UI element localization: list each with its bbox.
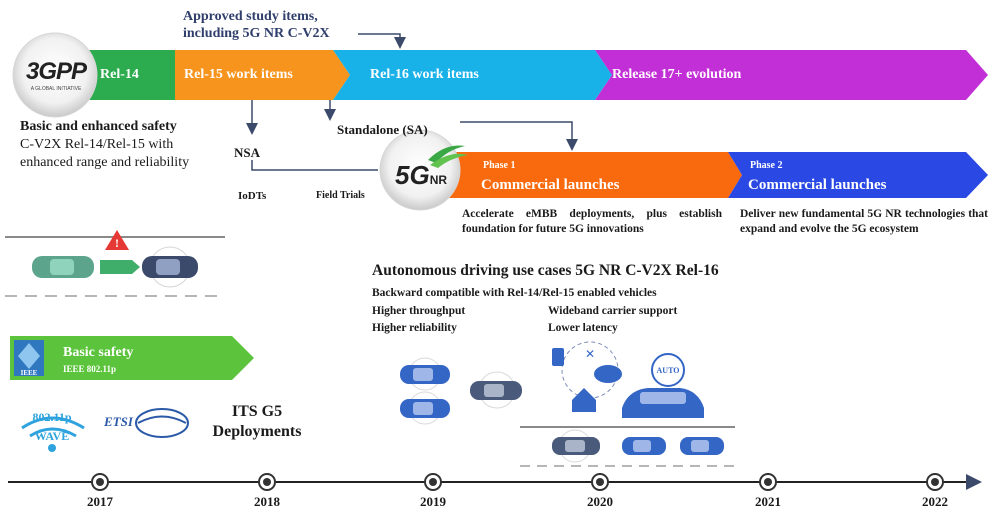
approved-line-1: Approved study items, xyxy=(183,9,318,24)
its-g5-text: ITS G5 Deployments xyxy=(207,402,307,442)
year-2022: 2022 xyxy=(922,494,948,509)
feature-wideband-carrier: Wideband carrier support xyxy=(548,305,678,317)
year-2021: 2021 xyxy=(755,494,781,509)
feature-lower-latency: Lower latency xyxy=(548,322,618,334)
left-block-title: Basic and enhanced safety xyxy=(20,119,177,134)
field-trials-label: Field Trials xyxy=(316,190,365,201)
rel-14-label: Rel-14 xyxy=(100,67,139,82)
approved-study-items-text: Approved study items, including 5G NR C-… xyxy=(183,8,330,42)
rel-16-label: Rel-16 work items xyxy=(370,67,479,82)
3gpp-logo-text: 3GPP A GLOBAL INITIATIVE xyxy=(20,58,92,92)
3gpp-tagline: A GLOBAL INITIATIVE xyxy=(30,86,82,92)
year-2019: 2019 xyxy=(420,494,446,509)
its-g5-line-2: Deployments xyxy=(212,423,302,440)
year-2018: 2018 xyxy=(254,494,280,509)
svg-text:WAVE: WAVE xyxy=(35,429,69,443)
ieee-logo-text: IEEE xyxy=(21,369,38,377)
iodts-label: IoDTs xyxy=(238,190,267,202)
svg-text:✕: ✕ xyxy=(585,347,595,361)
connected-services-icons: ✕ AUTO xyxy=(552,341,704,418)
wave-802-11p-logo: 802.11p WAVE xyxy=(21,410,85,452)
approved-line-2: including 5G NR C-V2X xyxy=(183,26,330,41)
phase-2-description: Deliver new fundamental 5G NR technologi… xyxy=(740,208,988,235)
road-cars-icon xyxy=(552,429,724,463)
sa-to-phase1-arrow xyxy=(460,121,578,151)
phase-2-title: Commercial launches xyxy=(748,177,887,193)
phase-1-bar xyxy=(430,152,742,198)
rel-14-bar xyxy=(80,50,175,100)
basic-safety-subtitle: IEEE 802.11p xyxy=(63,364,117,374)
rel-17-label: Release 17+ evolution xyxy=(612,67,742,82)
phase-1-description: Accelerate eMBB deployments, plus establ… xyxy=(462,208,722,235)
svg-text:!: ! xyxy=(115,236,119,250)
left-block-line-2: C-V2X Rel-14/Rel-15 with xyxy=(20,137,174,152)
svg-text:ETSI: ETSI xyxy=(103,414,134,429)
timeline-markers xyxy=(91,473,944,491)
platoon-cars-icon xyxy=(400,357,522,425)
basic-enhanced-safety-text: Basic and enhanced safety C-V2X Rel-14/R… xyxy=(20,118,189,172)
v2v-arrow-icon xyxy=(100,260,140,274)
feature-higher-reliability: Higher reliability xyxy=(372,322,457,334)
backward-compatible-text: Backward compatible with Rel-14/Rel-15 e… xyxy=(372,287,657,299)
basic-safety-label: Basic safety xyxy=(63,345,134,360)
feature-higher-throughput: Higher throughput xyxy=(372,305,466,317)
etsi-logo: ETSI xyxy=(103,408,189,438)
basic-safety-bar xyxy=(10,336,254,380)
5g-nr-logo-text: 5GNR xyxy=(395,160,447,191)
phase-2-label: Phase 2 xyxy=(750,160,783,171)
5g-wordmark: 5G xyxy=(395,160,430,190)
rel-17-bar xyxy=(595,50,988,100)
nsa-to-5g-line xyxy=(251,160,378,171)
nr-wordmark: NR xyxy=(429,173,448,187)
rel-15-label: Rel-15 work items xyxy=(184,67,293,82)
approved-arrow xyxy=(358,33,406,49)
nsa-label: NSA xyxy=(234,145,261,160)
its-g5-line-1: ITS G5 xyxy=(231,403,283,420)
phase-1-label: Phase 1 xyxy=(483,160,516,171)
auto-text: AUTO xyxy=(657,366,680,375)
5g-leaf-icon xyxy=(428,145,465,163)
rel-15-bar xyxy=(175,50,350,100)
rel-16-bar xyxy=(333,50,612,100)
3gpp-logo xyxy=(12,32,98,118)
svg-text:802.11p: 802.11p xyxy=(32,410,71,424)
year-2017: 2017 xyxy=(87,494,113,509)
autonomous-title: Autonomous driving use cases 5G NR C-V2X… xyxy=(372,262,719,279)
car-left-green-icon xyxy=(32,256,94,278)
phase-2-bar xyxy=(728,152,988,198)
warning-icon xyxy=(105,230,129,250)
phase-1-title: Commercial launches xyxy=(481,177,620,193)
year-2020: 2020 xyxy=(587,494,613,509)
left-block-line-3: enhanced range and reliability xyxy=(20,155,190,170)
5g-nr-logo xyxy=(379,129,461,211)
standalone-label: Standalone (SA) xyxy=(337,122,428,137)
car-left-blue-icon xyxy=(142,246,198,288)
3gpp-wordmark: 3GPP xyxy=(25,58,87,85)
